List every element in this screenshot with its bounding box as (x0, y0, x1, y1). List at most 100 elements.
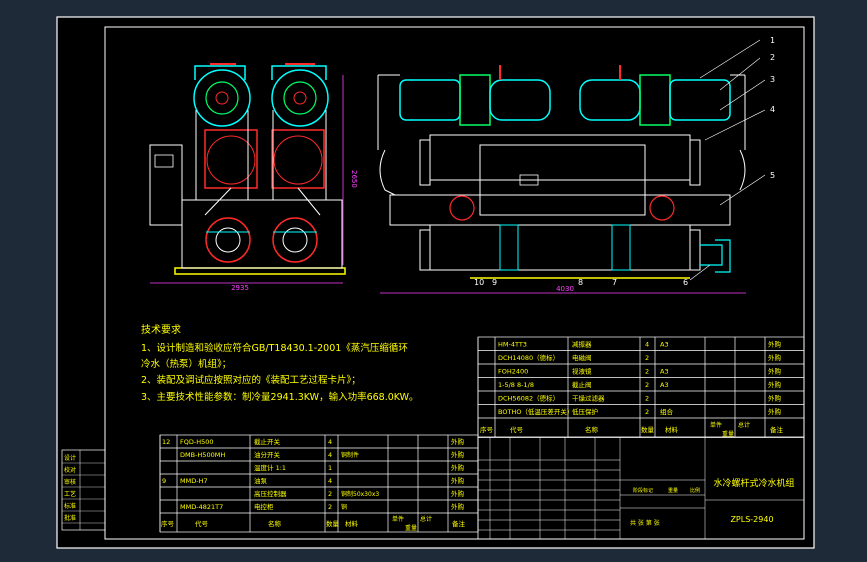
inner-frame (104, 26, 805, 540)
drawing-number: ZPLS-2940 (730, 515, 773, 524)
bom-left-note: 外购 (451, 489, 465, 498)
bom-right-header-weight: 重量 (722, 430, 734, 438)
bom-right-note: 外购 (768, 367, 782, 376)
bom-right-qty: 2 (645, 368, 649, 376)
bom-right-name: 干燥过滤器 (572, 394, 605, 403)
bom-left-header-unit: 单件 (392, 515, 404, 523)
bom-left-name: 高压控制器 (254, 489, 287, 498)
bom-left-note: 外购 (451, 450, 465, 459)
front-width-dim: 2935 (231, 284, 249, 292)
front-height-dim: 2650 (350, 170, 358, 188)
bom-left-header-name: 名称 (268, 519, 282, 528)
strip-label: 标准 (64, 502, 76, 510)
bom-right-name: 视液镜 (572, 367, 592, 376)
bom-left-material: 铜制50x30x3 (341, 490, 379, 498)
tech-title: 技术要求 (141, 323, 181, 336)
bom-left-seq: 12 (162, 438, 170, 446)
bom-left-name: 温度计 1:1 (254, 463, 286, 472)
side-view: 4030 1 2 3 4 5 6 7 8 9 10 (377, 36, 775, 294)
bom-left-header-weight: 重量 (405, 524, 417, 532)
balloon-4: 4 (770, 105, 775, 114)
balloon-10: 10 (474, 278, 484, 287)
bom-right-code: 1-5/8 8-1/8 (498, 381, 534, 389)
bom-right-header-material: 材料 (665, 425, 679, 434)
bom-right-header-seq: 序号 (480, 425, 494, 434)
bom-left-note: 外购 (451, 476, 465, 485)
compressor-right (271, 69, 329, 127)
bom-left-note: 外购 (451, 437, 465, 446)
bom-right-code: HM-4TT3 (498, 341, 527, 349)
bom-left-header-material: 材料 (345, 519, 359, 528)
balloon-6: 6 (683, 278, 688, 287)
bom-left-qty: 4 (328, 477, 332, 485)
bom-right-header-qty: 数量 (641, 425, 655, 434)
balloon-3: 3 (770, 75, 775, 84)
balloon-5: 5 (770, 171, 775, 180)
bom-left-note: 外购 (451, 502, 465, 511)
sheet-border (56, 16, 815, 549)
bom-left-code: DMB-H500MH (180, 451, 225, 459)
bom-right-header-name: 名称 (585, 425, 599, 434)
strip-label: 校对 (64, 466, 76, 474)
balloon-2: 2 (770, 53, 775, 62)
bom-right-material: A3 (660, 368, 669, 376)
bom-left-header-note: 备注 (452, 519, 466, 528)
bom-left-material: 铜 (341, 503, 347, 511)
bom-left-qty: 4 (328, 438, 332, 446)
bom-right-qty: 4 (645, 341, 649, 349)
tech-requirements: 技术要求 1、设计制造和验收应符合GB/T18430.1-2001《蒸汽压缩循环… (141, 323, 419, 403)
bom-right-note: 外购 (768, 340, 782, 349)
bom-left-seq: 9 (162, 477, 166, 485)
bom-left-name: 电控柜 (254, 502, 274, 511)
bom-left-header-total: 总计 (420, 515, 432, 523)
bom-right-header-note: 备注 (770, 425, 784, 434)
bom-right-name: 低压保护 (572, 407, 598, 416)
bom-left-code: MMD-H7 (180, 477, 208, 485)
bom-right-material: 组合 (660, 407, 674, 416)
strip-frame (61, 449, 106, 531)
front-view: 2650 2935 (149, 63, 358, 292)
scale-label: 比例 (690, 487, 700, 494)
bom-right-qty: 2 (645, 395, 649, 403)
weight-label: 重量 (668, 487, 678, 494)
tech-line-1: 1、设计制造和验收应符合GB/T18430.1-2001《蒸汽压缩循环 (141, 342, 408, 354)
balloon-7: 7 (612, 278, 617, 287)
bom-right-name: 截止阀 (572, 380, 592, 389)
bom-right-code: DCH56082（德标） (498, 394, 559, 403)
bom-right-note: 外购 (768, 407, 782, 416)
bom-left-code: FQD-H500 (180, 438, 214, 446)
bom-right-note: 外购 (768, 380, 782, 389)
balloon-9: 9 (492, 278, 497, 287)
drawing-sheet (57, 17, 814, 548)
bom-right-header-code: 代号 (510, 425, 524, 434)
strip-label: 工艺 (64, 490, 76, 498)
bom-left-qty: 2 (328, 490, 332, 498)
bom-right-material: A3 (660, 381, 669, 389)
tech-line-2: 冷水（热泵）机组》； (141, 358, 231, 370)
side-length-dim: 4030 (556, 285, 574, 293)
bom-right-note: 外购 (768, 394, 782, 403)
bom-left-note: 外购 (451, 463, 465, 472)
compressor-left (193, 69, 251, 127)
bom-left-material: 铜制件 (341, 451, 359, 459)
bom-left-qty: 2 (328, 503, 332, 511)
balloon-1: 1 (770, 36, 775, 45)
bom-left-header-code: 代号 (195, 519, 209, 528)
bom-right-header-unit: 单件 (710, 421, 722, 429)
title-block: 水冷螺杆式冷水机组 ZPLS-2940 阶段标记 重量 比例 共 张 第 张 (477, 436, 805, 540)
bom-left-qty: 4 (328, 451, 332, 459)
bom-left-name: 油泵 (254, 476, 268, 485)
bom-right-code: FOH2400 (498, 368, 528, 376)
sheet-info: 共 张 第 张 (630, 519, 660, 527)
tech-line-3: 2、装配及调试应按照对应的《装配工艺过程卡片》； (141, 374, 361, 386)
bom-left-name: 截止开关 (254, 437, 281, 446)
bom-right-material: A3 (660, 341, 669, 349)
strip-label: 批准 (64, 514, 76, 522)
bom-left-header-qty: 数量 (326, 519, 340, 528)
strip-label: 审核 (64, 478, 76, 486)
electric-cabinet (149, 144, 183, 226)
